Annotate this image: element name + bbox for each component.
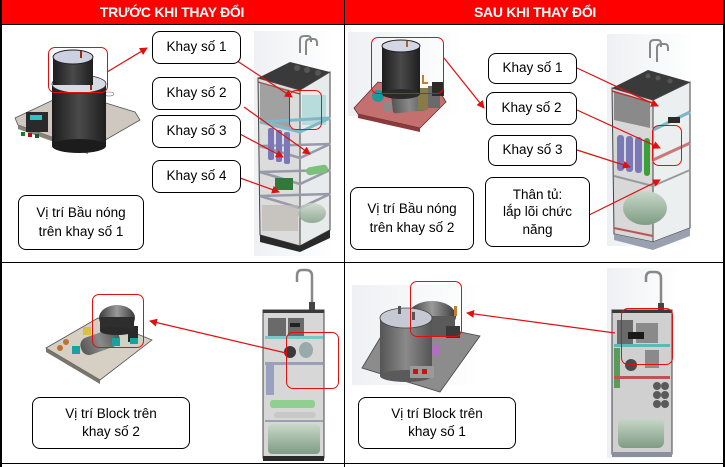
highlight-block-location-after [621, 308, 673, 365]
caption-line: khay số 2 [82, 424, 140, 439]
tray-label-3-before: Khay số 3 [152, 115, 241, 148]
tray-label-text: Khay số 1 [166, 39, 227, 55]
grid-line-middle [344, 0, 345, 467]
note-line: Thân tủ: [512, 186, 563, 202]
arrow-tray4-before [239, 177, 280, 194]
grid-line-left [0, 0, 2, 467]
arrow-tray2-after [576, 109, 661, 149]
arrow-tray3-after [576, 149, 631, 169]
block-caption-after: Vị trí Block trên khay số 1 [358, 397, 516, 449]
header-before: TRƯỚC KHI THAY ĐỔI [0, 0, 344, 24]
tray-label-4-before: Khay số 4 [152, 160, 241, 193]
highlight-tray1-before [289, 90, 322, 130]
arrow-cabinet-after [588, 179, 661, 216]
header-after: SAU KHI THAY ĐỔI [345, 0, 725, 24]
grid-line-header [0, 24, 725, 25]
caption-line: khay số 1 [408, 424, 466, 439]
grid-line-right [723, 0, 725, 467]
cabinet-note-after: Thân tủ: lắp lõi chức năng [485, 177, 590, 247]
caption-line: trên khay số 2 [369, 219, 455, 235]
tray-label-2-after: Khay số 2 [486, 92, 577, 125]
header-before-label: TRƯỚC KHI THAY ĐỔI [99, 4, 245, 20]
arrow-heater-to-tray2 [443, 57, 485, 109]
highlight-block-location-before [286, 332, 339, 389]
note-line: năng [522, 221, 553, 237]
highlight-tray2-after [652, 125, 682, 166]
arrow-tray1-after [576, 67, 659, 107]
highlight-block-before [92, 294, 144, 348]
caption-line: Vị trí Bầu nóng [367, 201, 457, 217]
heater-caption-after: Vị trí Bầu nóng trên khay số 2 [350, 187, 474, 250]
tray-label-text: Khay số 3 [502, 142, 563, 158]
caption-line: Vị trí Block trên [391, 405, 483, 421]
tray-label-1-after: Khay số 1 [488, 53, 577, 84]
arrow-block-before [149, 318, 287, 354]
block-caption-before: Vị trí Block trên khay số 2 [32, 397, 190, 449]
tray-label-text: Khay số 2 [501, 100, 562, 116]
arrow-block-after [466, 309, 616, 334]
water-dispenser-cabinet-before [254, 31, 334, 256]
tray-label-text: Khay số 2 [166, 85, 227, 101]
tray-label-1-before: Khay số 1 [152, 31, 241, 64]
tray-label-3-after: Khay số 3 [488, 135, 577, 166]
note-line: lắp lõi chức [502, 204, 573, 220]
heater-caption-before: Vị trí Bầu nóng trên khay số 1 [18, 195, 144, 250]
tray-label-text: Khay số 4 [166, 168, 227, 184]
tray-label-text: Khay số 1 [502, 60, 563, 76]
highlight-heater-before [48, 47, 108, 93]
grid-line-row [0, 262, 725, 263]
header-after-label: SAU KHI THAY ĐỔI [474, 4, 596, 20]
grid-line-bottom [0, 463, 725, 464]
caption-line: trên khay số 1 [38, 223, 124, 239]
highlight-block-after [410, 281, 462, 337]
arrow-tray3-before [239, 133, 284, 158]
caption-line: Vị trí Block trên [65, 405, 157, 421]
highlight-heater-after [371, 37, 444, 94]
tray-label-2-before: Khay số 2 [152, 77, 241, 110]
caption-line: Vị trí Bầu nóng [36, 205, 126, 221]
arrow-heater-to-tray1 [106, 47, 148, 73]
tray-label-text: Khay số 3 [166, 123, 227, 139]
